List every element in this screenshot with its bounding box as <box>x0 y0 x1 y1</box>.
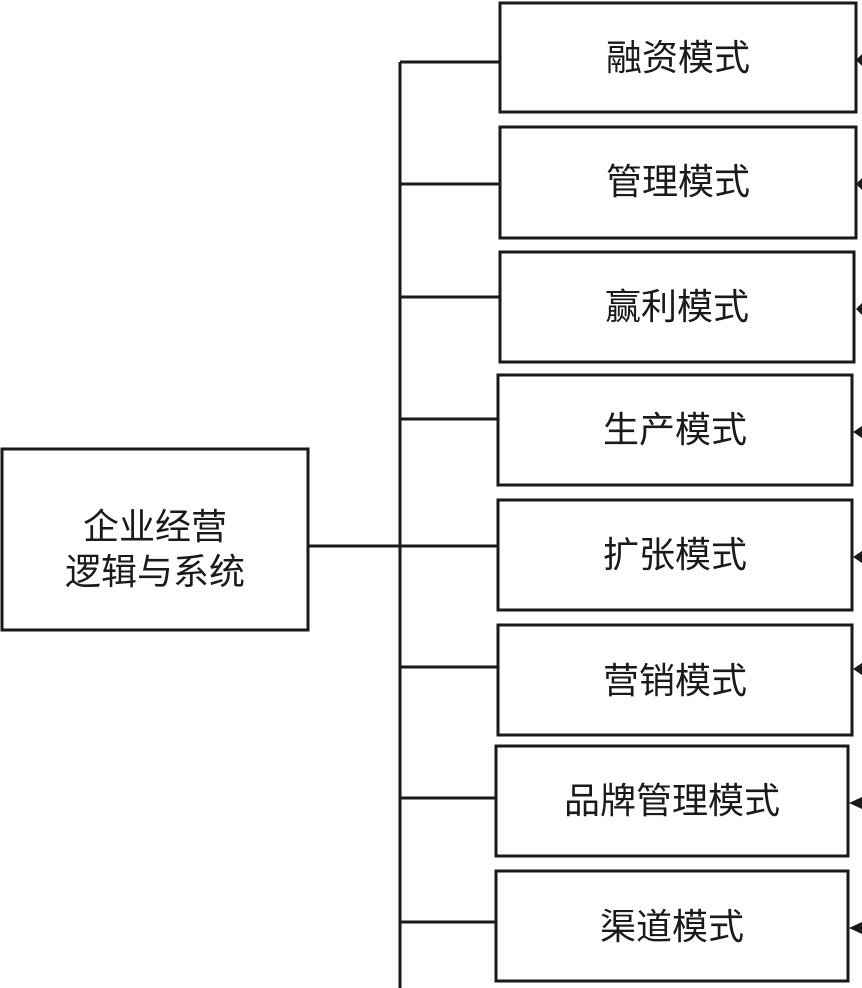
branch-node-box <box>496 498 854 612</box>
branch-node: 渠道模式 <box>494 869 850 983</box>
branch-node: 管理模式 <box>498 125 858 240</box>
branch-node-box <box>498 125 858 240</box>
arrow-tip-icon <box>853 663 862 675</box>
branch-node-label: 品牌管理模式 <box>564 781 780 822</box>
branch-node-box <box>494 869 850 983</box>
root-node: 企业经营 逻辑与系统 <box>0 447 310 632</box>
branch-node-box <box>494 744 850 858</box>
branch-node-label: 管理模式 <box>606 162 750 203</box>
arrow-tip-icon <box>853 551 862 563</box>
root-node-label-line1: 企业经营 <box>83 507 227 548</box>
arrow-tip-icon <box>856 54 862 66</box>
branch-node-label: 渠道模式 <box>600 907 744 948</box>
arrow-tip-icon <box>856 178 862 190</box>
branch-node-box <box>498 250 856 364</box>
branch-node-label: 赢利模式 <box>605 287 749 328</box>
branch-node: 生产模式 <box>496 373 854 487</box>
branch-node-box <box>496 623 854 737</box>
branch-node: 品牌管理模式 <box>494 744 850 858</box>
branch-node: 扩张模式 <box>496 498 854 612</box>
branch-node: 营销模式 <box>496 623 854 737</box>
branch-node-label: 融资模式 <box>606 38 750 79</box>
arrow-tip-icon <box>853 426 862 438</box>
arrow-tip-icon <box>849 797 862 809</box>
branch-node: 融资模式 <box>498 1 858 114</box>
branch-node: 赢利模式 <box>498 250 856 364</box>
branch-node-label: 扩张模式 <box>603 535 747 576</box>
arrow-tip-icon <box>856 303 862 315</box>
root-node-label-line2: 逻辑与系统 <box>65 552 245 593</box>
arrow-tip-icon <box>849 922 862 934</box>
edge-arrow-tips <box>849 54 862 934</box>
branch-node-label: 营销模式 <box>603 661 747 702</box>
branch-node-box <box>498 1 858 114</box>
branch-node-box <box>496 373 854 487</box>
root-node-box <box>0 447 310 632</box>
branch-node-label: 生产模式 <box>603 410 747 451</box>
